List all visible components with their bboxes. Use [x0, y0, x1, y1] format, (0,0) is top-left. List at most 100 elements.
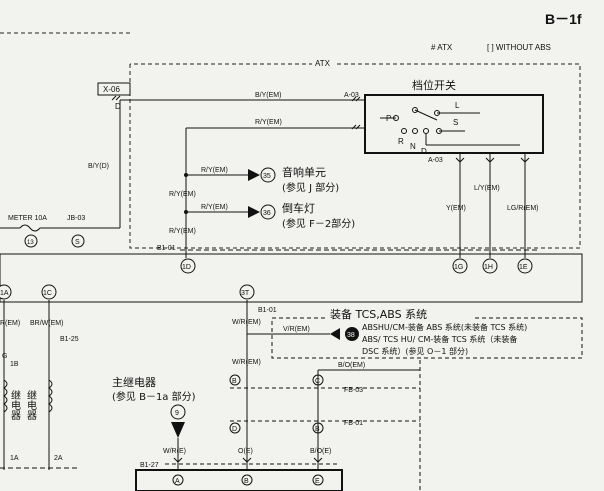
bus-label: B1-01: [157, 245, 176, 252]
pin-marks-top: [455, 157, 530, 163]
label-ry-em: R/Y(EM): [255, 119, 282, 126]
contact-n: [412, 128, 418, 134]
relay-right-text: 继电器: [25, 389, 37, 421]
label-g: G: [2, 353, 7, 360]
pin-3t-label: 3T: [241, 290, 250, 297]
label-ry-audio: R/Y(EM): [201, 167, 228, 174]
main-relay-line2: (参见 B－1a 部分): [112, 390, 196, 403]
pin-1a-label: 1A: [0, 290, 9, 297]
x06-pin: D: [115, 102, 121, 111]
x06-pin-mark: [111, 95, 121, 101]
main-relay-num: 9: [175, 410, 179, 417]
b127-box: [135, 469, 343, 491]
ref-audio-line1: 音响单元: [282, 165, 326, 179]
contact-l-left: [412, 107, 418, 113]
label-wr-e: W/R(E): [163, 448, 186, 455]
x06-box: [97, 82, 131, 96]
atx-zone-border: [129, 63, 581, 249]
pin-a-bottom: [172, 474, 184, 486]
x06-code: X-06: [103, 85, 120, 94]
contact-d: [423, 128, 429, 134]
label-b125: B1-25: [60, 336, 79, 343]
label-y-em: Y(EM): [446, 205, 466, 212]
relay-coil-left: [3, 379, 8, 413]
arrow-audio: [248, 169, 260, 181]
label-fb03: FB-03: [344, 387, 363, 394]
gear-switch-box: [364, 94, 544, 154]
label-by-d: B/Y(D): [88, 163, 109, 170]
pin-1h-label: 1H: [484, 264, 493, 271]
tcs-line1: ABSHU/CM-装备 ABS 系统(未装备 TCS 系统): [362, 322, 527, 332]
pin-1g: [452, 258, 468, 274]
jb-pin-circle: [71, 234, 85, 248]
bus-box: [0, 253, 583, 303]
page-label: B－1f: [545, 11, 582, 27]
label-r-em: R(EM): [0, 320, 20, 327]
atx-label-bg: [312, 58, 336, 68]
label-1b: 1B: [10, 361, 19, 368]
pos-n: N: [410, 142, 416, 151]
fuse-label: METER 10A: [8, 215, 47, 222]
label-ry-left-1: R/Y(EM): [169, 191, 196, 198]
atx-zone-label: ATX: [315, 59, 331, 68]
legend-atx: # ATX: [431, 43, 453, 52]
ref-audio-line2: (参见 J 部分): [282, 181, 339, 194]
label-1a-low: 1A: [10, 455, 19, 462]
ref-audio-circle: [260, 167, 276, 183]
ref-reverse-circle: [260, 204, 276, 220]
arrow-main-relay: [171, 422, 185, 438]
label-bo-em: B/O(EM): [338, 362, 365, 369]
label-bo-e: B/O(E): [310, 448, 331, 455]
arrow-reverse: [248, 206, 260, 218]
fuse-circle: [24, 234, 38, 248]
pin-3t: [239, 284, 255, 300]
pin-b-bottom-label: B: [244, 478, 249, 485]
pin-e-bottom: [312, 474, 324, 486]
pos-l: L: [455, 101, 460, 110]
label-wr-em-2: W/R(EM): [232, 359, 261, 366]
pin-d-left-label: D: [232, 426, 237, 433]
pin-by: [351, 96, 361, 102]
ref-reverse-line2: (参见 F－2部分): [282, 217, 355, 230]
fuse-symbol: [19, 224, 41, 232]
label-b101-lower: B1-01: [258, 307, 277, 314]
ref-reverse-num: 36: [263, 210, 271, 217]
pin-1h: [482, 258, 498, 274]
pin-1e: [517, 258, 533, 274]
pos-p: P: [386, 114, 391, 123]
pin-1d-label: 1D: [182, 264, 191, 271]
label-vr-em: V/R(EM): [283, 326, 310, 333]
switch-connector-top: A-03: [344, 92, 359, 99]
tcs-heading-bg: [325, 310, 475, 322]
main-relay-circle: [170, 404, 186, 420]
pin-1c-label: 1C: [43, 290, 52, 297]
pin-1e-label: 1E: [519, 264, 528, 271]
pos-d: D: [421, 147, 427, 156]
tcs-line2: ABS/ TCS HU/ CM-装备 TCS 系统（未装备: [362, 334, 517, 344]
fuse-circle-num: 13: [27, 240, 34, 246]
label-lgr-em: LG/R(EM): [507, 205, 539, 212]
tcs-line3: DSC 系统）(参见 O－1 部分): [362, 346, 468, 356]
ref-tcs-circle: [345, 327, 359, 341]
pos-r: R: [398, 137, 404, 146]
label-ry-reverse: R/Y(EM): [201, 204, 228, 211]
ref-audio-num: 35: [263, 173, 271, 180]
legend-without-abs: [ ] WITHOUT ABS: [487, 43, 551, 52]
label-by-em: B/Y(EM): [255, 92, 281, 99]
pos-s: S: [453, 118, 458, 127]
label-2a: 2A: [54, 455, 63, 462]
jb-pin: S: [75, 239, 80, 246]
pin-e-bottom-label: E: [315, 478, 320, 485]
pin-a-bottom-label: A: [175, 478, 180, 485]
pin-1a: [0, 284, 12, 300]
pin-ry: [351, 124, 361, 130]
label-ly-em: L/Y(EM): [474, 185, 500, 192]
pin-b-left-label: B: [232, 378, 237, 385]
switch-arm: [414, 109, 438, 121]
contact-r: [401, 128, 407, 134]
pin-d-left: [229, 422, 241, 434]
jb-code: JB-03: [67, 215, 85, 222]
label-o-e: O(E): [238, 448, 253, 455]
label-b127: B1-27: [140, 462, 159, 469]
